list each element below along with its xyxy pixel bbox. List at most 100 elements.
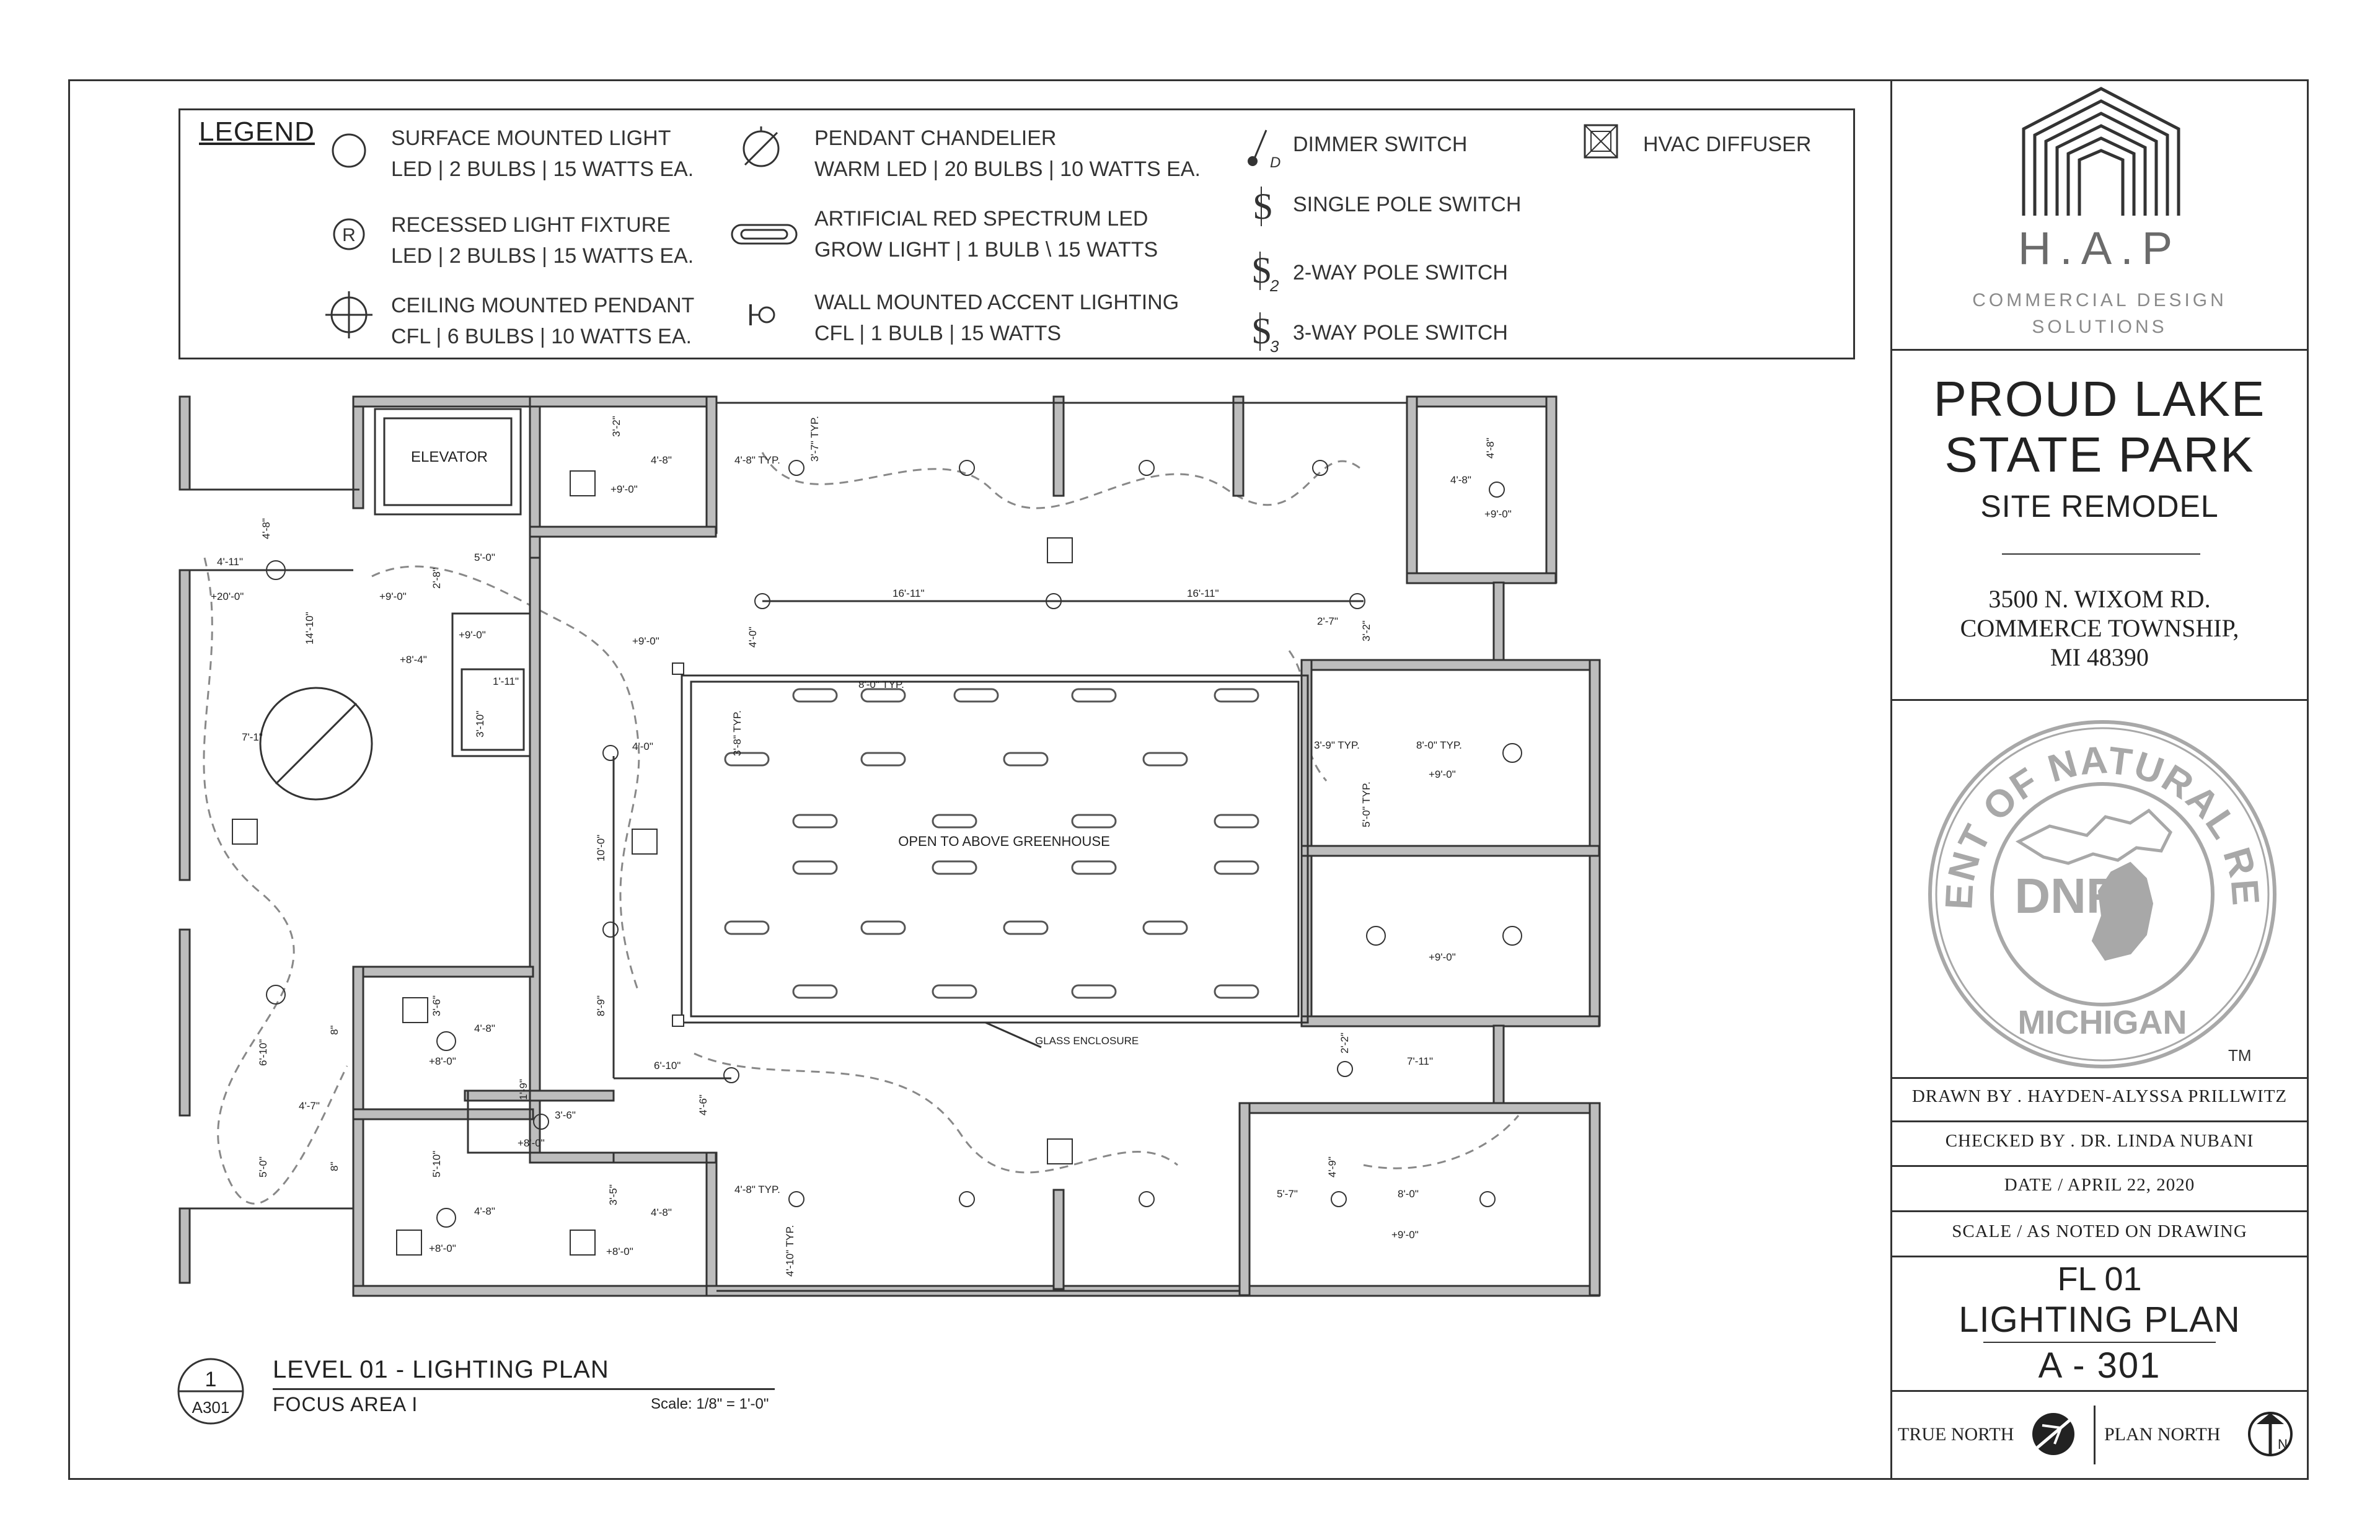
title-block-divider	[1890, 79, 1892, 1480]
svg-text:3'-7" TYP.: 3'-7" TYP.	[809, 416, 821, 462]
svg-text:+9'-0": +9'-0"	[610, 483, 638, 495]
svg-text:+9'-0": +9'-0"	[632, 635, 659, 647]
svg-text:2: 2	[1269, 276, 1279, 295]
trademark-mark: TM	[2228, 1046, 2252, 1065]
svg-text:8'-9": 8'-9"	[595, 995, 607, 1016]
svg-text:+8'-0": +8'-0"	[429, 1243, 456, 1254]
divider	[1890, 1165, 2309, 1167]
svg-text:4'-0": 4'-0"	[632, 741, 653, 752]
sheet-name: LIGHTING PLAN	[1959, 1300, 2241, 1340]
svg-text:+8'-4": +8'-4"	[400, 654, 427, 666]
divider	[1890, 1256, 2309, 1257]
svg-text:16'-11": 16'-11"	[1187, 587, 1219, 599]
hvac-diffuser-icon	[1584, 124, 1618, 159]
legend-item-detail: CFL | 6 BULBS | 10 WATTS EA.	[391, 325, 692, 348]
surface-lights	[266, 560, 1522, 1228]
project-subtitle: SITE REMODEL	[1980, 489, 2219, 524]
svg-text:8'-0" TYP.: 8'-0" TYP.	[1416, 739, 1462, 751]
dnr-seal-icon: DEPARTMENT OF NATURAL RESOURCES MICHIGAN…	[1926, 718, 2276, 1068]
svg-text:1'-11": 1'-11"	[493, 675, 519, 687]
svg-text:A301: A301	[192, 1398, 230, 1417]
divider	[1890, 1077, 2309, 1079]
svg-text:3'-8" TYP.: 3'-8" TYP.	[731, 710, 743, 756]
north-divider	[2094, 1406, 2096, 1464]
view-tag-icon: 1 A301	[177, 1358, 244, 1425]
plan-linework	[190, 402, 1407, 1292]
hvac-diffusers	[232, 470, 1073, 1256]
recessed-lights	[533, 460, 1505, 1207]
elevator-label: ELEVATOR	[411, 449, 488, 465]
scale-field: SCALE / AS NOTED ON DRAWING	[1952, 1221, 2247, 1241]
walls	[178, 395, 1601, 1297]
dimmer-switch-icon: D	[1248, 130, 1280, 171]
svg-text:4'-8" TYP.: 4'-8" TYP.	[734, 1184, 780, 1195]
two-way-switch-icon: S2	[1251, 250, 1279, 295]
svg-text:DNR: DNR	[2014, 868, 2122, 923]
svg-text:+9'-0": +9'-0"	[379, 591, 407, 602]
checked-by: CHECKED BY . DR. LINDA NUBANI	[1945, 1131, 2254, 1151]
svg-text:4'-8": 4'-8"	[260, 518, 272, 539]
svg-text:S: S	[1251, 310, 1272, 351]
svg-text:2'-7": 2'-7"	[1317, 615, 1338, 627]
address-line: 3500 N. WIXOM RD.	[1988, 585, 2211, 613]
svg-text:4'-8": 4'-8"	[1450, 474, 1471, 486]
dimension-labels: 3'-2" 4'-8" +9'-0" 4'-8" TYP. 3'-7" TYP.…	[211, 416, 1512, 1277]
legend-item-label: PENDANT CHANDELIER	[814, 126, 1057, 150]
svg-text:8'-0" TYP.: 8'-0" TYP.	[858, 679, 904, 690]
svg-text:6'-10": 6'-10"	[654, 1060, 681, 1071]
svg-text:+8'-0": +8'-0"	[606, 1246, 633, 1257]
svg-text:2'-2": 2'-2"	[1339, 1032, 1351, 1054]
view-scale: Scale: 1/8" = 1'-0"	[651, 1396, 769, 1412]
logo-wordmark: H.A.P	[2017, 222, 2182, 274]
glass-enclosure-label: GLASS ENCLOSURE	[1035, 1035, 1139, 1047]
hap-logo-icon	[2022, 87, 2180, 216]
logo-subtitle: SOLUTIONS	[2032, 317, 2167, 337]
chandelier	[259, 687, 373, 801]
view-title-underline	[273, 1388, 775, 1390]
divider	[1890, 1210, 2309, 1212]
svg-text:MICHIGAN: MICHIGAN	[2018, 1004, 2187, 1041]
legend-item-label: DIMMER SWITCH	[1293, 133, 1468, 156]
svg-text:4'-8": 4'-8"	[474, 1205, 495, 1217]
svg-text:4'-8" TYP.: 4'-8" TYP.	[734, 454, 780, 466]
divider	[1890, 349, 2309, 351]
svg-text:4'-9": 4'-9"	[1326, 1156, 1338, 1177]
svg-text:4'-10" TYP.: 4'-10" TYP.	[784, 1225, 796, 1277]
legend-item-detail: LED | 2 BULBS | 15 WATTS EA.	[391, 244, 694, 268]
svg-text:5'-0": 5'-0"	[257, 1156, 269, 1177]
svg-text:5'-0" TYP.: 5'-0" TYP.	[1360, 781, 1372, 827]
svg-text:8'-0": 8'-0"	[1398, 1188, 1419, 1200]
svg-text:7'-1": 7'-1"	[242, 731, 263, 743]
svg-text:7'-11": 7'-11"	[1407, 1055, 1433, 1067]
svg-text:+8'-0": +8'-0"	[429, 1055, 456, 1067]
date-field: DATE / APRIL 22, 2020	[2004, 1175, 2195, 1195]
legend-item-detail: LED | 2 BULBS | 15 WATTS EA.	[391, 157, 694, 181]
svg-text:4'-8": 4'-8"	[474, 1023, 495, 1034]
svg-text:+9'-0": +9'-0"	[459, 629, 486, 641]
svg-text:2'-8": 2'-8"	[431, 568, 443, 589]
svg-text:1'-9": 1'-9"	[518, 1079, 529, 1100]
svg-text:1: 1	[205, 1368, 217, 1391]
svg-text:S: S	[1253, 186, 1273, 227]
address-line: MI 48390	[2050, 643, 2149, 671]
view-subtitle: FOCUS AREA I	[273, 1393, 418, 1415]
svg-text:14'-10": 14'-10"	[304, 612, 315, 645]
svg-text:+8'-0": +8'-0"	[518, 1137, 545, 1149]
svg-text:4'-7": 4'-7"	[299, 1100, 320, 1112]
address-line: COMMERCE TOWNSHIP,	[1960, 614, 2239, 642]
plan-north-label: PLAN NORTH	[2104, 1424, 2221, 1445]
svg-text:4'-8": 4'-8"	[1484, 438, 1496, 459]
svg-text:5'-7": 5'-7"	[1277, 1188, 1298, 1200]
three-way-switch-icon: S3	[1251, 310, 1279, 356]
svg-text:3'-9" TYP.: 3'-9" TYP.	[1314, 739, 1360, 751]
title-block: H.A.P COMMERCIAL DESIGN SOLUTIONS PROUD …	[1890, 79, 2309, 1480]
svg-text:4'-6": 4'-6"	[697, 1094, 709, 1115]
svg-text:3'-2": 3'-2"	[610, 416, 622, 437]
svg-text:3'-6": 3'-6"	[431, 995, 443, 1016]
svg-text:+20'-0": +20'-0"	[211, 591, 244, 602]
legend-title: LEGEND	[199, 117, 315, 147]
svg-text:8": 8"	[328, 1026, 340, 1036]
switch-circuits	[203, 452, 1520, 1205]
svg-text:S: S	[1251, 250, 1272, 291]
svg-text:3'-10": 3'-10"	[474, 711, 486, 737]
